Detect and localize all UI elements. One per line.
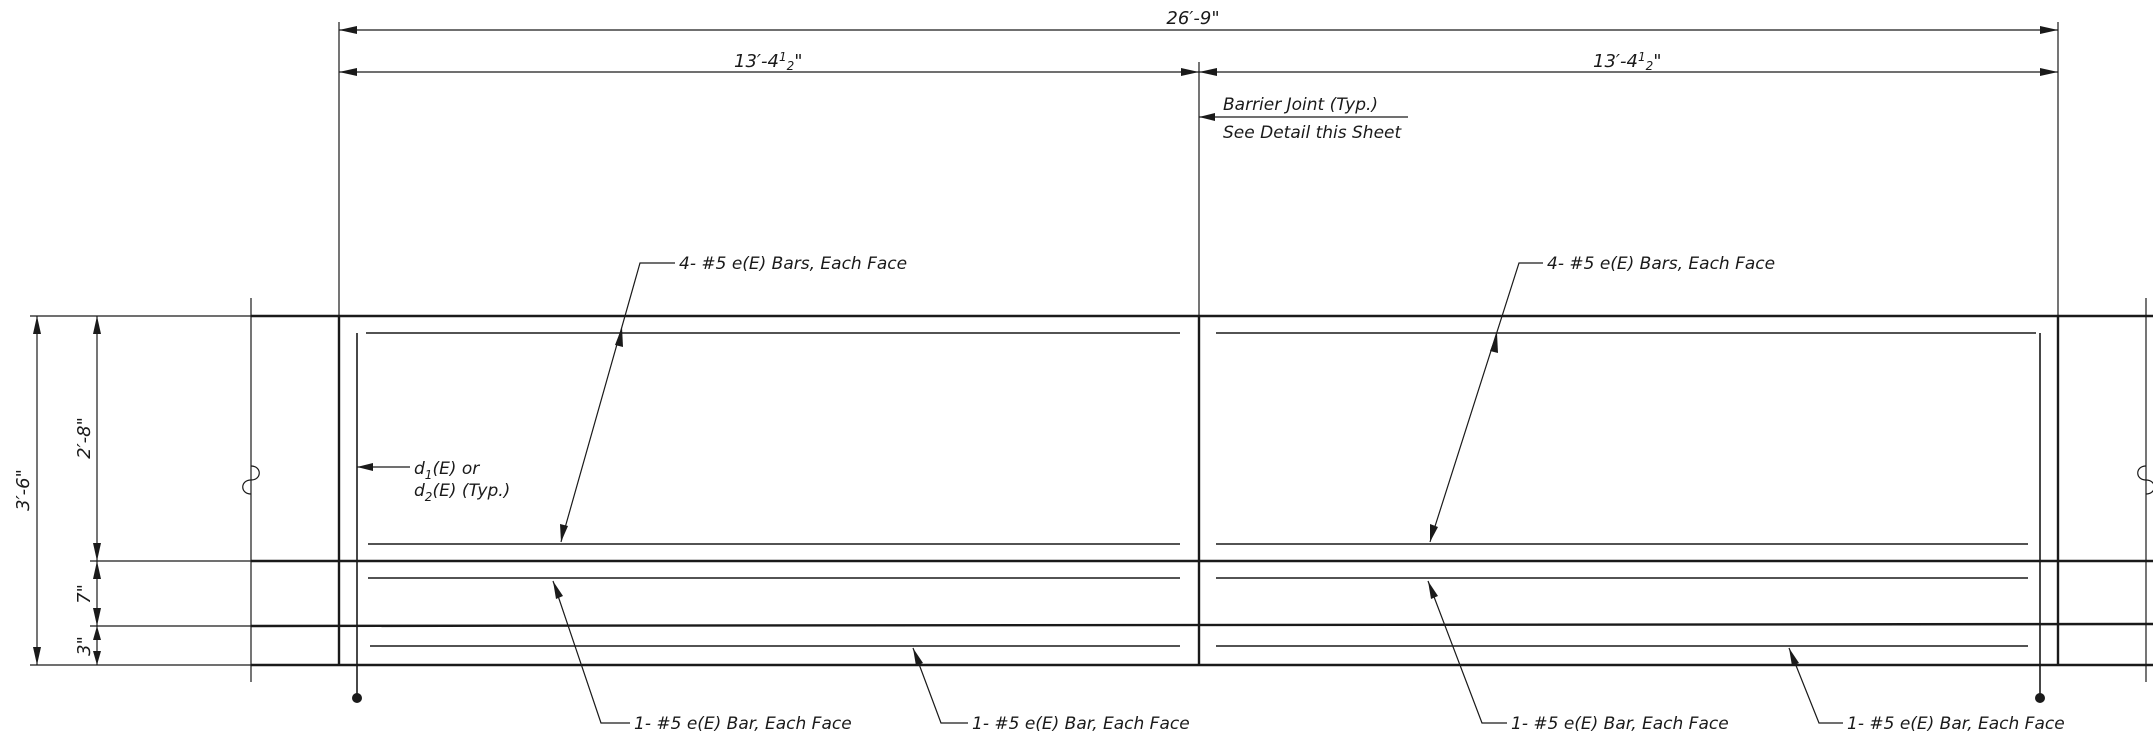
cover-leader-arrow <box>357 463 373 471</box>
half-dim-arrow-left-start <box>339 68 357 76</box>
left-half-length-label: 13′-412" <box>734 50 803 73</box>
stirrup-left-end-dot <box>352 693 362 703</box>
bar-bottom-3-arrow <box>1428 581 1438 599</box>
total-height-arrow-bottom <box>33 647 41 665</box>
half-dim-arrow-left-end <box>1181 68 1199 76</box>
bar-bottom-3-label: 1- #5 e(E) Bar, Each Face <box>1511 714 1729 734</box>
bar-bottom-4-arrow <box>1789 648 1799 666</box>
middle-height-arrow-top <box>93 561 101 579</box>
bar-bottom-3-leader <box>1427 580 1507 724</box>
upper-height-arrow-top <box>93 316 101 334</box>
bar-bottom-1-arrow <box>553 581 563 599</box>
half-dim-arrow-right-end <box>2040 68 2058 76</box>
joint-leader-arrow <box>1199 113 1215 121</box>
bars-left-leader-arrow-top <box>615 327 623 347</box>
middle-height-label: 7" <box>74 584 95 604</box>
bars-right-leader <box>1429 262 1543 543</box>
stirrup-right-end-dot <box>2035 693 2045 703</box>
overall-dim-arrow-right <box>2040 26 2058 34</box>
bar-bottom-2-arrow <box>913 648 923 666</box>
bars-left-leader <box>560 262 675 543</box>
overall-dim-arrow-left <box>339 26 357 34</box>
lower-height-label: 3" <box>74 636 95 656</box>
break-symbol-left <box>242 465 260 495</box>
cover-label-line1: d1(E) or <box>414 459 480 482</box>
bar-bottom-4-leader <box>1788 647 1843 724</box>
upper-height-label: 2′-8" <box>74 417 95 459</box>
bar-bottom-2-leader <box>912 647 968 724</box>
half-dim-arrow-right-start <box>1199 68 1217 76</box>
cover-label-line2: d2(E) (Typ.) <box>414 481 510 504</box>
bars-left-label: 4- #5 e(E) Bars, Each Face <box>679 254 907 274</box>
overall-length-label: 26′-9" <box>1166 8 1219 29</box>
bars-right-leader-arrow-bottom <box>1430 524 1438 542</box>
bars-left-leader-arrow-bottom <box>560 524 568 542</box>
right-half-length-label: 13′-412" <box>1593 50 1662 73</box>
break-symbol-right <box>2137 465 2153 495</box>
lower-height-arrow-top <box>93 626 101 640</box>
barrier-step-line-lower <box>250 622 2153 628</box>
bar-bottom-4-label: 1- #5 e(E) Bar, Each Face <box>1847 714 2065 734</box>
bar-bottom-1-leader <box>552 580 630 724</box>
joint-callout-line2: See Detail this Sheet <box>1223 123 1403 143</box>
lower-height-arrow-bottom <box>93 651 101 665</box>
total-height-arrow-top <box>33 316 41 334</box>
joint-callout-line1: Barrier Joint (Typ.) <box>1223 95 1378 115</box>
total-height-label: 3′-6" <box>13 469 34 511</box>
upper-height-arrow-bottom <box>93 543 101 561</box>
bars-right-label: 4- #5 e(E) Bars, Each Face <box>1547 254 1775 274</box>
middle-height-arrow-bottom <box>93 608 101 626</box>
bar-bottom-1-label: 1- #5 e(E) Bar, Each Face <box>634 714 852 734</box>
bars-right-leader-arrow-top <box>1490 333 1498 353</box>
bar-bottom-2-label: 1- #5 e(E) Bar, Each Face <box>972 714 1190 734</box>
